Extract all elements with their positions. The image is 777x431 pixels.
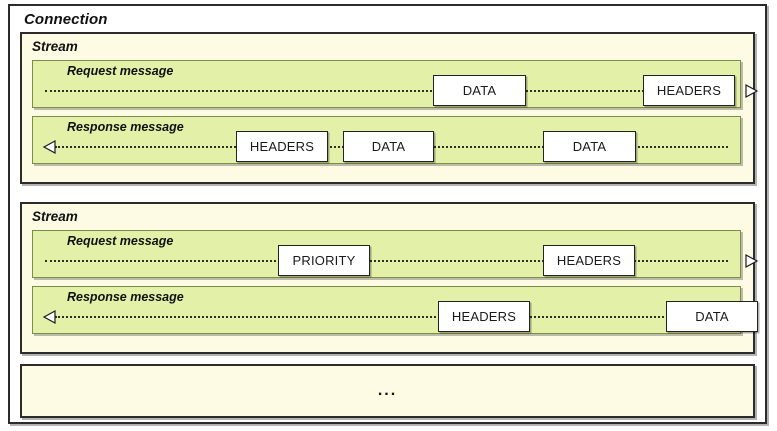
more-indicator: ... xyxy=(377,382,398,399)
connection-box: Connection Stream Request message DATA H… xyxy=(8,4,767,424)
request-message-row-2: Request message PRIORITY HEADERS xyxy=(32,230,759,278)
stream-box-2: Stream Request message PRIORITY HEADERS … xyxy=(20,202,759,354)
connection-label: Connection xyxy=(24,11,108,28)
frame-priority[interactable]: PRIORITY xyxy=(278,245,370,276)
timeline-dotted-line xyxy=(55,316,728,318)
frame-headers[interactable]: HEADERS xyxy=(236,131,328,162)
frame-headers[interactable]: HEADERS xyxy=(438,301,530,332)
frame-data[interactable]: DATA xyxy=(343,131,434,162)
request-message-row-1: Request message DATA HEADERS xyxy=(32,60,759,108)
response-message-label: Response message xyxy=(67,290,184,304)
request-message-label: Request message xyxy=(67,234,174,248)
response-message-row-1: Response message HEADERS DATA DATA xyxy=(32,116,741,164)
stream-label-2: Stream xyxy=(32,209,78,224)
more-streams-box: ... xyxy=(20,364,755,418)
timeline-dotted-line xyxy=(45,260,728,262)
frame-headers[interactable]: HEADERS xyxy=(543,245,635,276)
frame-data[interactable]: DATA xyxy=(543,131,636,162)
response-message-label: Response message xyxy=(67,120,184,134)
stream-label-1: Stream xyxy=(32,39,78,54)
frame-data[interactable]: DATA xyxy=(666,301,758,332)
request-message-label: Request message xyxy=(67,64,174,78)
stream-box-1: Stream Request message DATA HEADERS Resp… xyxy=(20,32,759,184)
frame-data[interactable]: DATA xyxy=(433,75,526,106)
frame-headers[interactable]: HEADERS xyxy=(643,75,735,106)
response-message-row-2: Response message HEADERS DATA xyxy=(32,286,758,334)
timeline-dotted-line xyxy=(45,90,728,92)
